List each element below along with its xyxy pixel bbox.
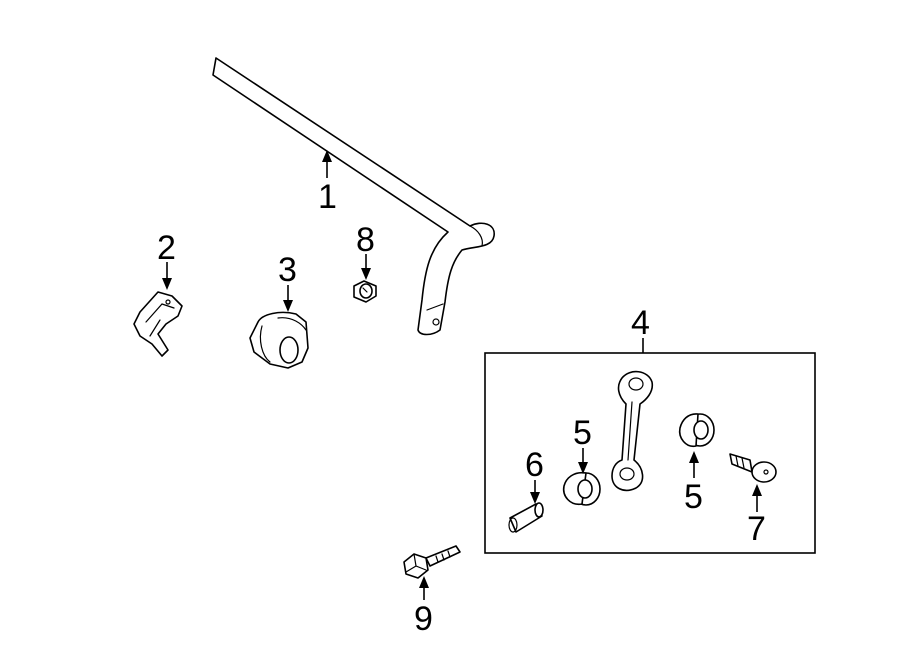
callout-1: 1 xyxy=(318,178,337,216)
nut[interactable] xyxy=(353,280,377,303)
callout-1-arrow xyxy=(322,150,332,178)
callout-5b-arrow xyxy=(689,451,699,478)
callout-9-arrow xyxy=(419,576,429,600)
callout-7: 7 xyxy=(747,510,766,548)
stabilizer-bar[interactable] xyxy=(212,57,495,336)
callout-6-arrow xyxy=(530,480,540,504)
callout-8-arrow xyxy=(361,254,371,280)
callout-4: 4 xyxy=(631,304,650,342)
callout-3: 3 xyxy=(278,251,297,289)
spacer-sleeve[interactable] xyxy=(508,502,544,533)
link-bushing-right[interactable] xyxy=(678,413,715,448)
link-bushing-left[interactable] xyxy=(562,471,601,506)
stabilizer-bushing[interactable] xyxy=(249,311,309,369)
callout-5a: 5 xyxy=(573,414,592,452)
stabilizer-bracket[interactable] xyxy=(133,291,183,357)
callout-2-arrow xyxy=(162,262,172,290)
link-bolt[interactable] xyxy=(729,453,777,483)
callout-9: 9 xyxy=(414,600,433,638)
callout-6: 6 xyxy=(525,446,544,484)
callout-7-arrow xyxy=(752,484,762,512)
callout-5b: 5 xyxy=(684,478,703,516)
flange-bolt[interactable] xyxy=(403,545,461,579)
callout-2: 2 xyxy=(157,229,176,267)
callout-5a-arrow xyxy=(578,448,588,474)
stabilizer-link[interactable] xyxy=(611,370,654,492)
link-kit-box xyxy=(484,352,816,554)
callout-8: 8 xyxy=(356,221,375,259)
callout-3-arrow xyxy=(283,285,293,312)
